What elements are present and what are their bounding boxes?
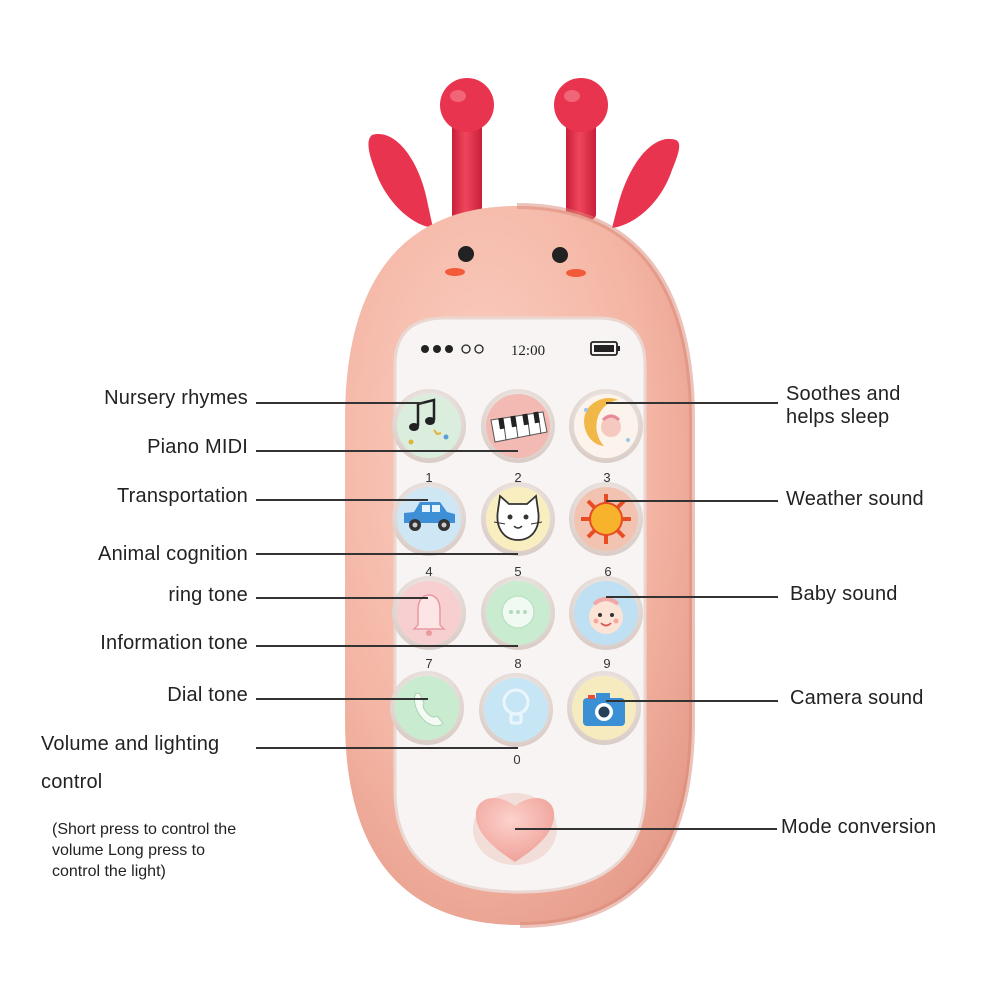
key-5[interactable]	[481, 482, 555, 556]
key-6[interactable]	[569, 482, 643, 556]
key-number-7: 7	[425, 656, 432, 671]
key-9[interactable]	[569, 576, 643, 650]
signal-dots-icon	[421, 344, 484, 354]
key-number-2: 2	[514, 470, 521, 485]
chat-bubble-icon	[501, 595, 535, 629]
label-soothes: Soothes and	[786, 383, 901, 405]
leader-line	[256, 450, 518, 452]
leader-line	[256, 499, 428, 501]
sun-icon	[581, 494, 631, 544]
leader-line	[256, 553, 518, 555]
left-cheek	[445, 268, 465, 276]
music-notes-icon	[408, 398, 449, 445]
key-dial[interactable]	[390, 671, 464, 745]
key-number-6: 6	[604, 564, 611, 579]
left-ear	[368, 134, 433, 228]
key-8[interactable]	[481, 576, 555, 650]
key-camera[interactable]	[567, 671, 641, 745]
label-transportation: Transportation	[116, 485, 248, 507]
sleeping-baby-moon-icon	[584, 398, 630, 446]
camera-icon	[583, 693, 625, 726]
leader-line	[256, 747, 518, 749]
key-number-8: 8	[514, 656, 521, 671]
label-helps-sleep: helps sleep	[786, 406, 890, 428]
key-2[interactable]	[481, 389, 555, 463]
status-time: 12:00	[511, 343, 545, 359]
label-volume-lighting-control: control	[41, 771, 103, 793]
leader-line	[515, 828, 777, 830]
left-eye	[458, 246, 474, 262]
label-dial-tone: Dial tone	[167, 684, 248, 706]
key-number-1: 1	[425, 470, 432, 485]
volume-note: (Short press to control the volume Long …	[52, 819, 236, 882]
key-number-4: 4	[425, 564, 432, 579]
label-nursery-rhymes: Nursery rhymes	[104, 387, 248, 409]
leader-line	[256, 698, 428, 700]
leader-line	[256, 402, 424, 404]
phone-handset-icon	[413, 692, 444, 727]
right-antenna	[554, 78, 608, 220]
label-weather-sound: Weather sound	[786, 488, 924, 510]
volume-note-line: volume Long press to	[52, 842, 205, 859]
label-baby-sound: Baby sound	[790, 583, 898, 605]
lightbulb-icon	[502, 688, 530, 725]
label-mode-conversion: Mode conversion	[781, 816, 937, 838]
battery-icon	[590, 341, 620, 356]
label-camera-sound: Camera sound	[790, 687, 924, 709]
right-ear	[612, 138, 680, 228]
leader-line	[606, 700, 778, 702]
label-ring-tone: ring tone	[168, 584, 248, 606]
key-number-3: 3	[603, 470, 610, 485]
cat-face-icon	[493, 494, 543, 541]
leader-line	[606, 402, 778, 404]
key-7[interactable]	[392, 576, 466, 650]
right-eye	[552, 247, 568, 263]
label-animal-cognition: Animal cognition	[98, 543, 248, 565]
leader-line	[256, 597, 428, 599]
car-icon	[404, 502, 455, 531]
key-4[interactable]	[392, 482, 466, 556]
leader-line	[606, 596, 778, 598]
key-number-9: 9	[603, 656, 610, 671]
right-cheek	[566, 269, 586, 277]
leader-line	[606, 500, 778, 502]
key-0[interactable]	[479, 673, 553, 747]
label-piano-midi: Piano MIDI	[147, 436, 248, 458]
key-number-5: 5	[514, 564, 521, 579]
key-number-0: 0	[513, 752, 520, 767]
left-antenna	[440, 78, 494, 220]
bell-icon	[412, 594, 446, 636]
piano-keys-icon	[490, 411, 548, 443]
label-information-tone: Information tone	[100, 632, 248, 654]
mode-conversion-heart-button[interactable]	[473, 793, 557, 865]
baby-face-icon	[589, 597, 623, 634]
volume-note-line: control the light)	[52, 863, 166, 880]
volume-note-line: (Short press to control the	[52, 821, 237, 838]
leader-line	[256, 645, 518, 647]
key-numbers: 1 2 3 4 5 6 7 8 9 0	[425, 470, 611, 767]
key-3[interactable]	[569, 389, 643, 463]
label-volume-lighting: Volume and lighting	[41, 733, 220, 755]
key-1[interactable]	[392, 389, 466, 463]
